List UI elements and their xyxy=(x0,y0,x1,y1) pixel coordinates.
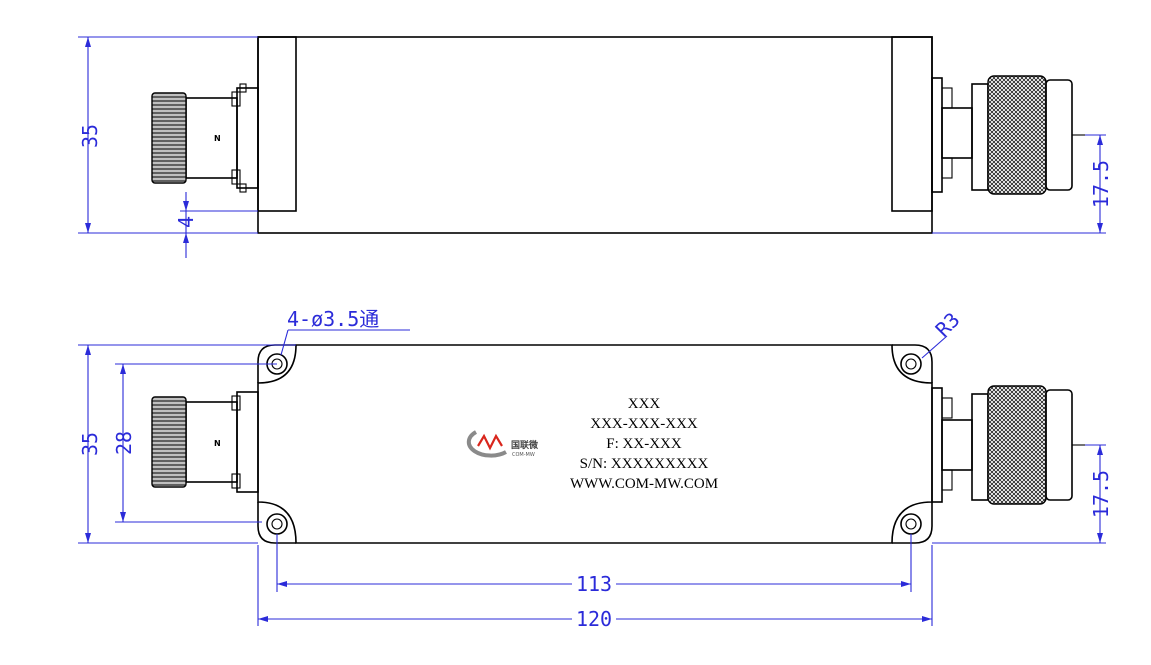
dim-hole-pitch-horizontal: 113 xyxy=(276,534,912,596)
dim-top-connector-center: 17.5 xyxy=(932,134,1113,234)
top-left-connector: N xyxy=(151,83,259,193)
dim-overall-length-label: 120 xyxy=(576,607,612,631)
product-label: XXX XXX-XXX-XXX F: XX-XXX S/N: XXXXXXXXX… xyxy=(570,396,718,492)
ear-bottom-right xyxy=(892,502,933,544)
dim-hole-pitch-vertical: 28 xyxy=(112,363,277,523)
logo-name-en: COM-MW xyxy=(512,452,535,458)
bottom-body xyxy=(257,344,933,544)
top-right-connector xyxy=(931,75,1085,195)
top-body xyxy=(257,36,933,234)
connector-n-label: N xyxy=(214,134,221,143)
top-view: N 35 4 xyxy=(78,36,1113,258)
mounting-holes xyxy=(266,353,922,535)
dim-bottom-height: 35 xyxy=(78,344,296,544)
dim-top-flange-offset-label: 4 xyxy=(174,216,198,228)
ear-bottom-left xyxy=(257,502,296,544)
hole-callout-label: 4-ø3.5通 xyxy=(287,307,379,331)
ear-top-right xyxy=(892,344,933,383)
logo-arc-icon xyxy=(466,430,507,458)
hole-callout: 4-ø3.5通 xyxy=(280,307,410,356)
logo-mw-icon xyxy=(477,433,503,451)
dim-top-height-label: 35 xyxy=(78,124,102,148)
label-line-2: XXX-XXX-XXX xyxy=(590,416,698,432)
dim-hole-pitch-vertical-label: 28 xyxy=(112,431,136,455)
bottom-left-connector: N xyxy=(151,391,259,493)
label-line-1: XXX xyxy=(628,396,661,412)
dim-top-flange-offset: 4 xyxy=(174,192,258,258)
label-line-5: WWW.COM-MW.COM xyxy=(570,476,718,492)
logo-name-cn: 国联微 xyxy=(511,439,539,451)
top-right-flange xyxy=(891,36,933,212)
label-line-3: F: XX-XXX xyxy=(606,436,682,452)
top-left-flange xyxy=(257,36,297,212)
bottom-right-connector xyxy=(931,385,1085,505)
dim-bottom-height-label: 35 xyxy=(78,432,102,456)
label-line-4: S/N: XXXXXXXXX xyxy=(580,456,709,472)
dim-hole-pitch-horizontal-label: 113 xyxy=(576,572,612,596)
dim-bottom-connector-center-label: 17.5 xyxy=(1089,470,1113,518)
bottom-view: N 国联微 COM-MW XXX XXX-XXX-XXX F: XX-XXX S… xyxy=(78,307,1113,631)
dim-overall-length: 120 xyxy=(257,545,933,631)
dim-bottom-connector-center: 17.5 xyxy=(932,444,1113,544)
dim-top-connector-center-label: 17.5 xyxy=(1089,160,1113,208)
company-logo: 国联微 COM-MW xyxy=(466,430,539,458)
connector-n-label-bottom: N xyxy=(214,439,221,448)
radius-callout-label: R3 xyxy=(931,308,965,342)
dim-top-height: 35 xyxy=(78,36,258,234)
